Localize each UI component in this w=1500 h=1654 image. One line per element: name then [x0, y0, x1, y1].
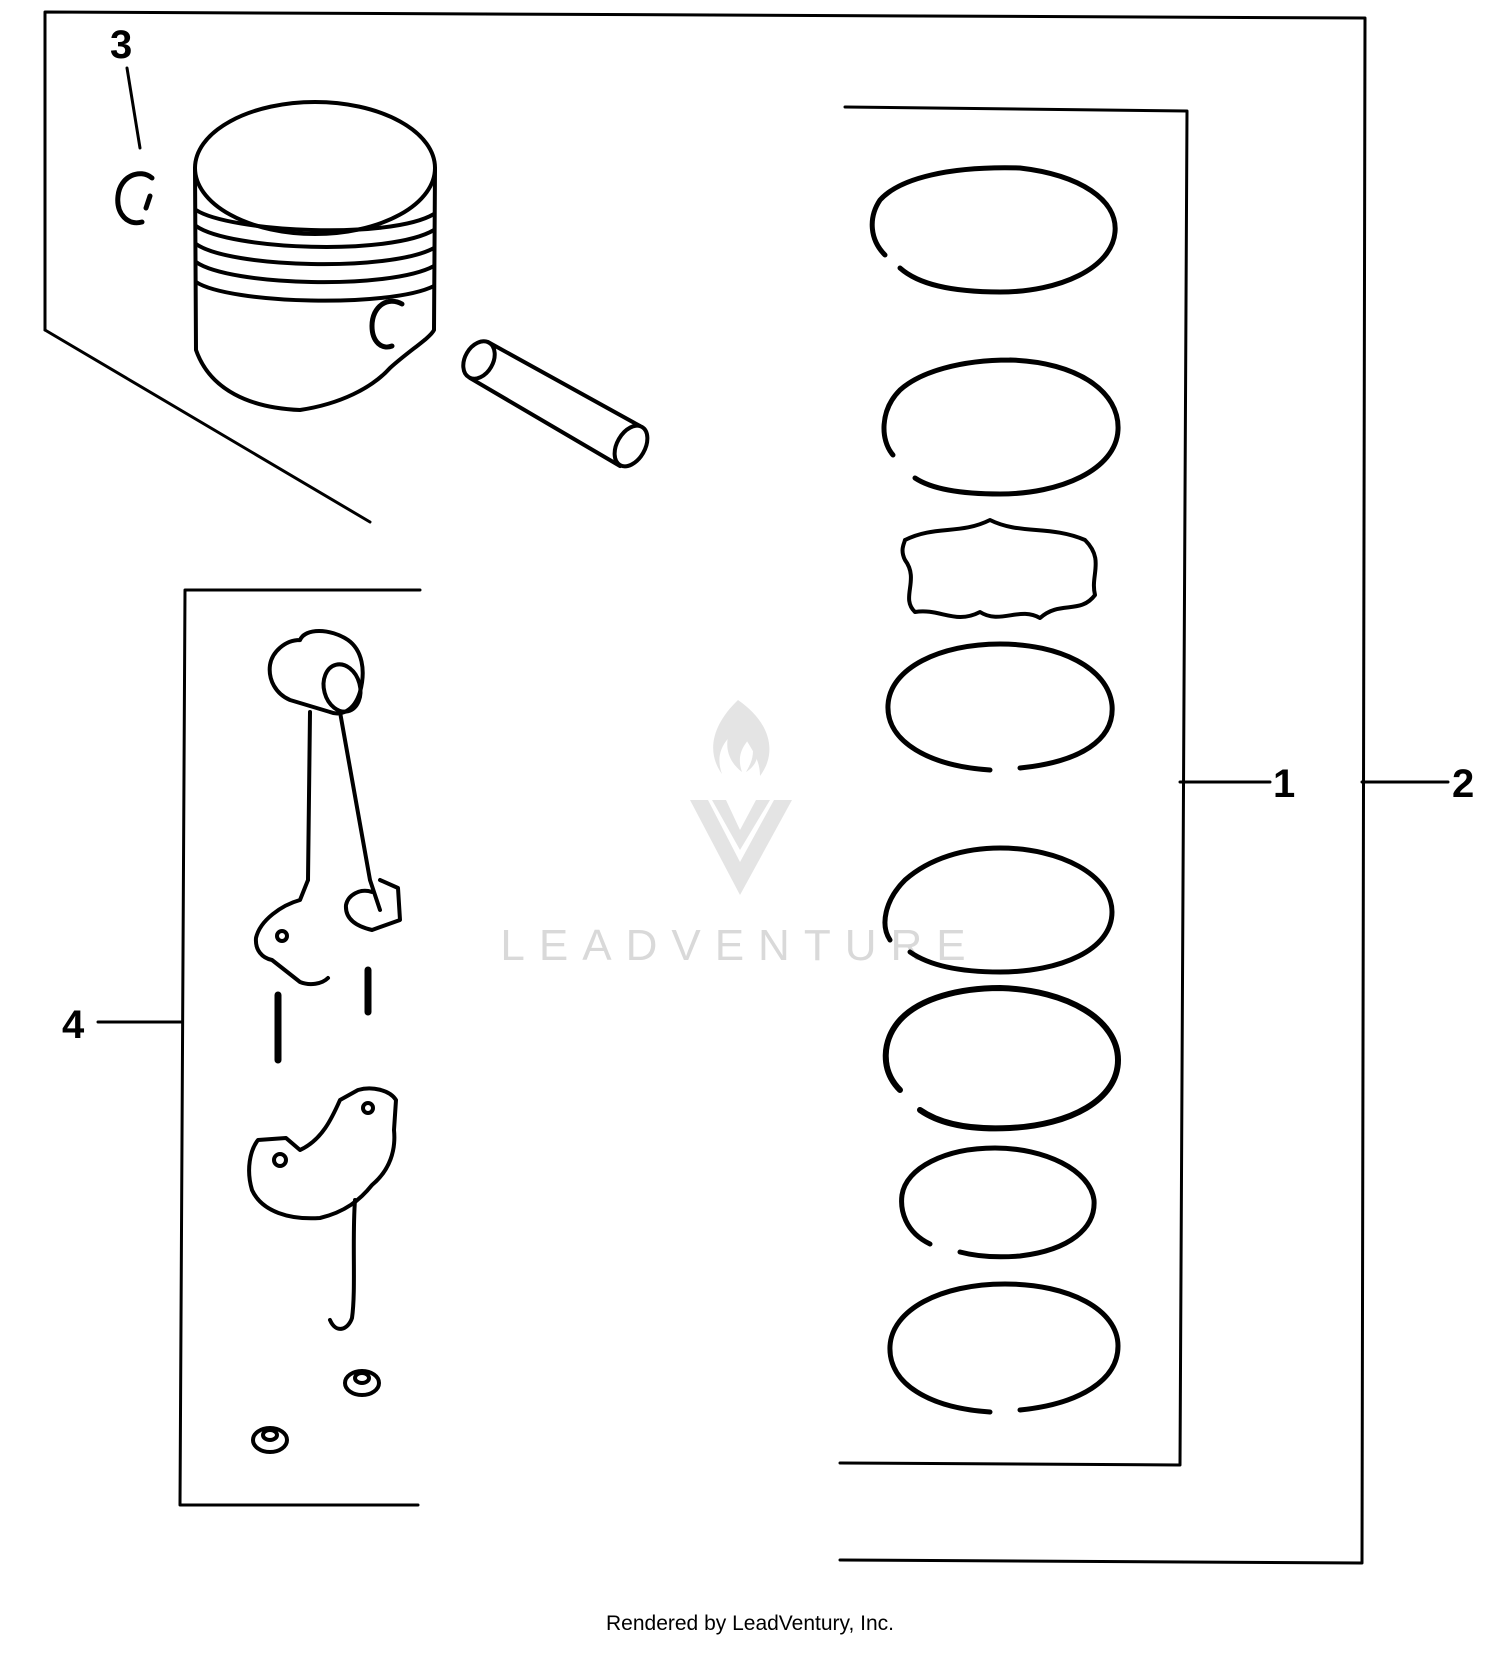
outer-bracket-line [43, 10, 1367, 1565]
piston-ring-groove-5 [194, 280, 436, 303]
piston-body [193, 166, 437, 412]
piston-ring-groove-3 [194, 242, 436, 267]
piston-pin-end-left [461, 339, 497, 381]
piston-ring-2 [881, 357, 1121, 497]
rod-beam [306, 710, 382, 912]
piston-ring-3 [885, 641, 1115, 773]
rod-cap-body [247, 1086, 398, 1221]
piston-pin-end-right [612, 423, 650, 469]
callout-number-3: 3 [110, 23, 132, 67]
rod-small-end-bore [321, 662, 363, 714]
rod-cap-hole [272, 1152, 288, 1168]
piston-ring-groove-2 [194, 224, 436, 249]
rod-nut-1 [343, 1369, 381, 1397]
bracket-lines [43, 10, 1450, 1565]
piston-ring-5 [882, 985, 1121, 1132]
piston-ring-groove-4 [194, 260, 436, 285]
ring-set [869, 165, 1121, 1415]
callout-number-2: 2 [1452, 762, 1474, 806]
piston-ring-expander [900, 518, 1098, 620]
rod-big-end [253, 878, 402, 987]
watermark-flame-logo [690, 700, 792, 895]
retainer-clip [115, 171, 155, 226]
connecting-rod [253, 629, 402, 1064]
piston-pin [461, 339, 650, 469]
piston-pin-body [468, 340, 642, 468]
piston-ring-4 [882, 845, 1115, 975]
piston-pin-clip [369, 298, 405, 350]
rod-bracket-line [178, 588, 422, 1507]
footer-credit: Rendered by LeadVentury, Inc. [606, 1612, 894, 1635]
outer-bracket-diagonal [43, 328, 372, 524]
callout-number-1: 1 [1273, 762, 1295, 806]
piston [193, 100, 437, 412]
rod-oil-hole [275, 929, 289, 943]
piston-ring-1 [869, 165, 1118, 295]
piston-ring-7 [887, 1281, 1121, 1415]
piston-ring-6 [899, 1145, 1097, 1260]
rod-cap-bolt-hole [361, 1101, 375, 1115]
rod-cap [247, 1086, 398, 1331]
callout-number-4: 4 [62, 1003, 85, 1047]
rod-small-end [267, 629, 365, 716]
piston-crown [193, 100, 437, 236]
watermark: LEADVENTURE [500, 700, 979, 970]
rod-nut-2 [251, 1426, 289, 1454]
callout-3-leader [125, 66, 142, 150]
rod-nuts [251, 1369, 381, 1454]
ring-bracket-line [838, 105, 1189, 1467]
piston-ring-groove-1 [194, 208, 436, 233]
rod-cap-lock-tab [328, 1198, 357, 1331]
watermark-text: LEADVENTURE [500, 921, 979, 970]
